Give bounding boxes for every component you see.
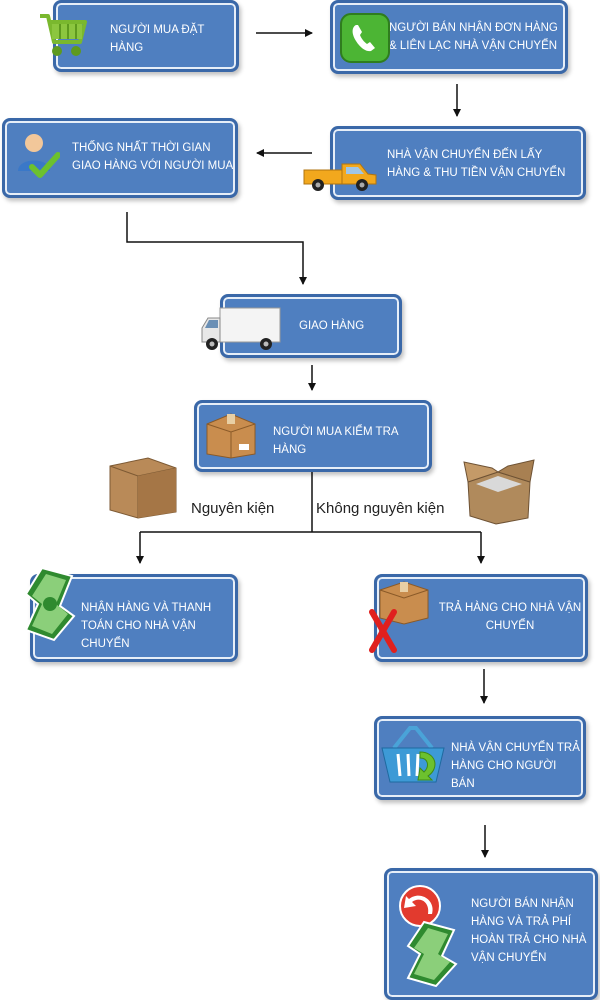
node-carrier-return-label: NHÀ VẬN CHUYỂN TRẢ HÀNG CHO NGƯỜI BÁN xyxy=(451,742,580,790)
basket-return-icon xyxy=(380,724,446,791)
delivery-truck-icon xyxy=(200,306,284,359)
node-buyer-order: NGƯỜI MUA ĐẶT HÀNG xyxy=(53,0,239,72)
node-seller-receives-label: NGƯỜI BÁN NHẬN ĐƠN HÀNG & LIÊN LẠC NHÀ V… xyxy=(389,22,558,52)
damaged-box-icon xyxy=(462,456,536,531)
phone-icon xyxy=(340,13,390,68)
refund-money-icon xyxy=(394,884,464,993)
node-buyer-inspect-label: NGƯỜI MUA KIỂM TRA HÀNG xyxy=(273,426,398,456)
node-return-to-carrier-label: TRẢ HÀNG CHO NHÀ VẬN CHUYỂN xyxy=(438,602,582,632)
label-not-intact: Không nguyên kiện xyxy=(316,500,445,517)
pickup-truck-icon xyxy=(302,158,380,199)
node-agree-time: THỐNG NHẤT THỜI GIAN GIAO HÀNG VỚI NGƯỜI… xyxy=(2,118,238,198)
node-seller-refund-label: NGƯỜI BÁN NHẬN HÀNG VÀ TRẢ PHÍ HOÀN TRẢ … xyxy=(471,898,587,964)
arrow-n4-n5 xyxy=(126,212,307,285)
node-carrier-pickup-label: NHÀ VẬN CHUYỂN ĐẾN LẤY HÀNG & THU TIỀN V… xyxy=(387,149,566,179)
node-delivery: GIAO HÀNG xyxy=(220,294,402,358)
box-reject-icon xyxy=(366,578,434,659)
intact-box-icon xyxy=(108,456,178,525)
node-carrier-pickup: NHÀ VẬN CHUYỂN ĐẾN LẤY HÀNG & THU TIỀN V… xyxy=(330,126,586,200)
money-icon xyxy=(20,566,82,647)
shopping-cart-icon xyxy=(38,10,88,63)
node-buyer-order-label: NGƯỜI MUA ĐẶT HÀNG xyxy=(110,24,205,54)
user-check-icon xyxy=(12,131,61,184)
node-buyer-inspect: NGƯỜI MUA KIỂM TRA HÀNG xyxy=(194,400,432,472)
label-intact: Nguyên kiện xyxy=(191,500,275,517)
node-agree-time-label: THỐNG NHẤT THỜI GIAN GIAO HÀNG VỚI NGƯỜI… xyxy=(72,142,234,172)
node-delivery-label: GIAO HÀNG xyxy=(299,320,365,332)
node-receive-pay-label: NHẬN HÀNG VÀ THANH TOÁN CHO NHÀ VẬN CHUY… xyxy=(81,602,212,650)
cardboard-box-icon xyxy=(205,410,257,465)
